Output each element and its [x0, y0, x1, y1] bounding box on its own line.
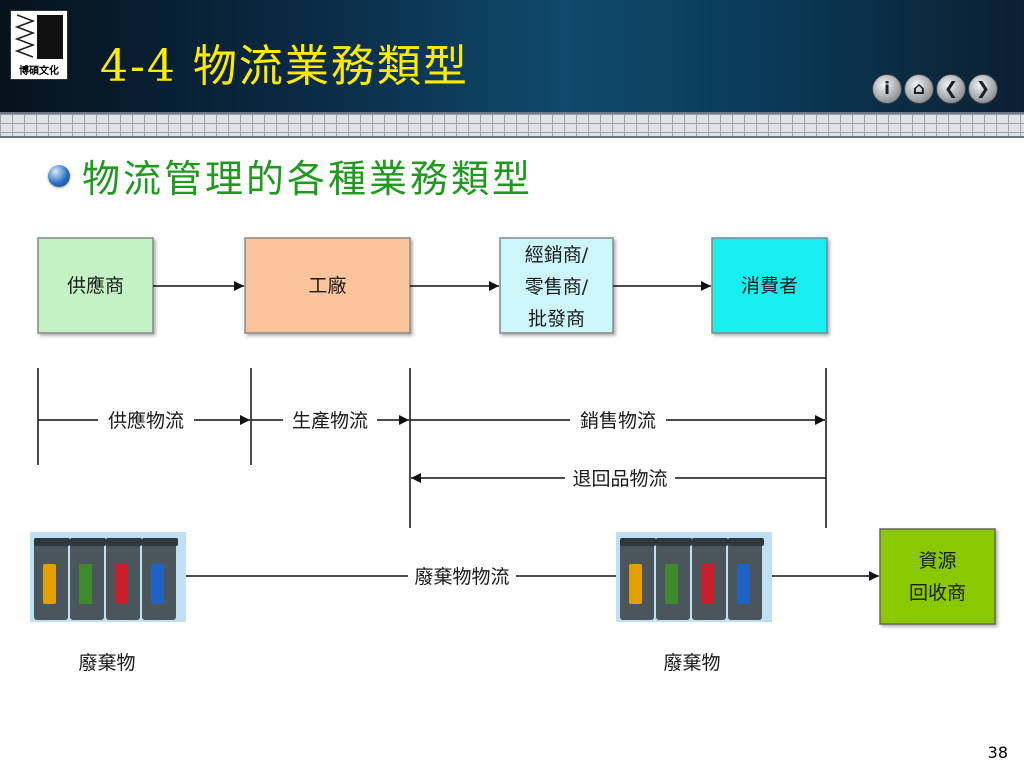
waste-label-right: 廢棄物 [663, 652, 720, 674]
logo-text: 博碩文化 [19, 66, 59, 77]
nav-buttons: i ⌂ ❮ ❯ [872, 74, 998, 104]
info-icon[interactable]: i [872, 74, 902, 104]
box-recycler-label-2: 回收商 [909, 582, 966, 604]
slide-subtitle: 物流管理的各種業務類型 [82, 157, 534, 201]
returns-flow-label: 退回品物流 [572, 468, 667, 490]
waste-label-left: 廢棄物 [78, 652, 135, 674]
bin-2 [70, 538, 106, 620]
box-distributor-label-1: 經銷商/ [525, 244, 589, 266]
box-distributor-label-3: 批發商 [528, 308, 585, 330]
box-recycler-label-1: 資源 [918, 550, 956, 572]
waste-bins-left [30, 532, 186, 622]
supply-flow-label: 供應物流 [108, 409, 184, 432]
bin-7-label [701, 564, 714, 604]
bin-1-label [43, 564, 56, 604]
bin-3 [106, 538, 142, 620]
box-supplier-label: 供應商 [67, 274, 124, 297]
bin-1 [34, 538, 70, 620]
subtitle-row: 物流管理的各種業務類型 [48, 148, 533, 203]
box-consumer [711, 237, 828, 334]
bin-2-label [79, 564, 92, 604]
home-icon[interactable]: ⌂ [904, 74, 934, 104]
logo-mark-icon [14, 14, 63, 59]
bullet-icon [48, 164, 70, 187]
box-distributor [499, 237, 614, 334]
back-arrow-icon[interactable]: ❮ [936, 74, 966, 104]
bin-8-label [737, 564, 750, 604]
header-grid-band [0, 112, 1024, 138]
bin-5-label [629, 564, 642, 604]
bin-7 [692, 538, 728, 620]
box-factory-label: 工廠 [308, 274, 346, 297]
waste-bins-right [616, 532, 772, 622]
box-consumer-label: 消費者 [741, 275, 798, 297]
box-distributor-label-2: 零售商/ [525, 276, 589, 298]
forward-arrow-icon[interactable]: ❯ [968, 74, 998, 104]
bin-4-label [151, 564, 164, 604]
publisher-logo: 博碩文化 [10, 10, 68, 80]
page-number: 38 [987, 743, 1008, 762]
production-flow-label: 生產物流 [292, 410, 368, 432]
bin-5 [620, 538, 656, 620]
bin-6-label [665, 564, 678, 604]
bin-3-label [115, 564, 128, 604]
sales-flow-label: 銷售物流 [580, 410, 656, 432]
slide-title: 4-4 物流業務類型 [100, 41, 469, 92]
bin-6 [656, 538, 692, 620]
waste-flow-label: 廢棄物物流 [414, 566, 509, 588]
slide-header: 博碩文化 4-4 物流業務類型 i ⌂ ❮ ❯ [0, 0, 1024, 112]
bin-4 [142, 538, 178, 620]
bin-8 [728, 538, 764, 620]
box-recycler [879, 528, 996, 625]
box-factory [244, 237, 411, 334]
